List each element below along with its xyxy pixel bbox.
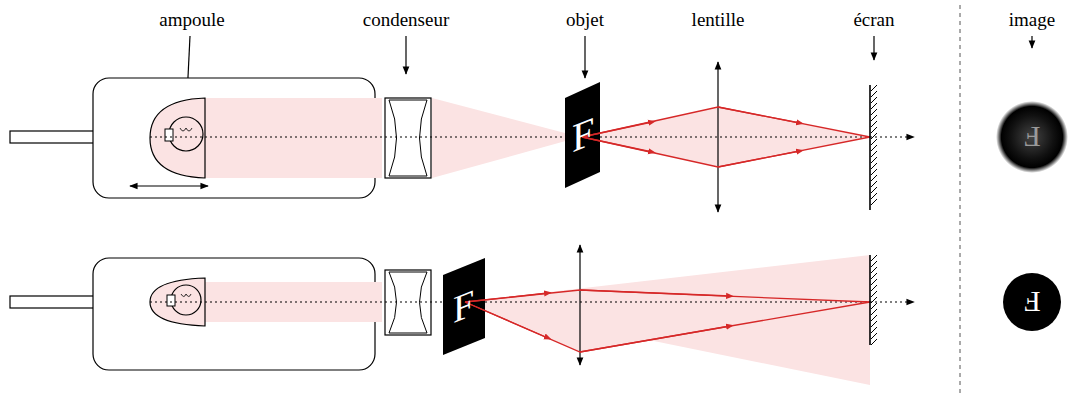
object-letter: F (453, 283, 474, 330)
top-setup (10, 62, 1068, 212)
part-label: écran (853, 10, 894, 29)
separator (960, 5, 961, 394)
bottom-setup (10, 245, 1061, 385)
part-label: ampoule (159, 10, 224, 29)
image-letter: F (1024, 287, 1041, 317)
part-label: image (1009, 10, 1055, 29)
part-label: objet (566, 10, 604, 29)
image-letter: F (1024, 122, 1041, 152)
part-label: condenseur (363, 10, 450, 29)
object-letter: F (572, 111, 594, 160)
part-label: lentille (692, 10, 745, 29)
